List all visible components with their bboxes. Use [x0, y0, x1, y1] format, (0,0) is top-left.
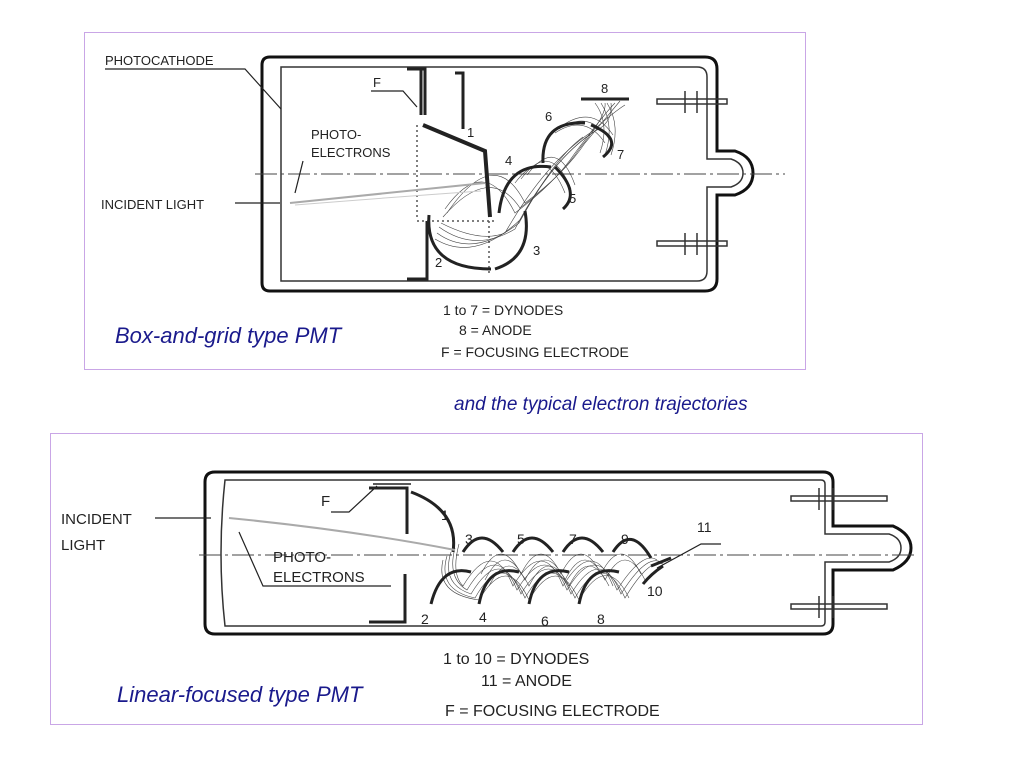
dynode-label-7: 7 [569, 531, 577, 547]
box-and-grid-diagram: PHOTOCATHODE F PHOTO- ELECTRONS INCIDENT… [101, 53, 785, 360]
dynode-label-3: 3 [465, 531, 473, 547]
tube-inner [280, 66, 744, 282]
dynode-label-10: 10 [647, 583, 663, 599]
dynode-label-2: 2 [435, 255, 442, 270]
dynode-label-6: 6 [541, 613, 549, 629]
tube-envelope [260, 55, 755, 293]
dynode-2 [427, 214, 492, 271]
dynode-1 [410, 490, 456, 553]
base-pins [656, 91, 728, 255]
focusing-electrode [407, 67, 427, 115]
dynode-6 [541, 121, 586, 164]
leader-lines [155, 485, 721, 587]
legend-dynodes: 1 to 7 = DYNODES [443, 302, 563, 318]
photoelectron-path [228, 517, 456, 551]
photo-label: PHOTO- [273, 549, 331, 566]
dynode-label-8: 8 [597, 611, 605, 627]
electron-trajectories [441, 543, 664, 601]
legend-anode: 11 = ANODE [481, 673, 572, 690]
linear-focused-caption: Linear-focused type PMT [117, 682, 363, 707]
anode-label-8: 8 [601, 81, 608, 96]
incident-light-label: INCIDENT LIGHT [101, 197, 204, 212]
dynode-3 [494, 210, 528, 271]
dynode-label-1: 1 [441, 507, 449, 523]
photoelectron-path [289, 182, 486, 204]
photocathode-label: PHOTOCATHODE [105, 53, 214, 68]
dynode-5 [553, 165, 572, 211]
dynode-label-5: 5 [569, 191, 576, 206]
grid [416, 125, 495, 273]
base-pins [790, 488, 888, 618]
dynode-label-2: 2 [421, 611, 429, 627]
focusing-label: F [373, 75, 381, 90]
box-and-grid-caption: Box-and-grid type PMT [115, 323, 342, 348]
focusing-electrode-lower [369, 574, 407, 624]
incident-label: INCIDENT [61, 511, 132, 528]
dynode-label-9: 9 [621, 531, 629, 547]
dynode-label-4: 4 [479, 609, 487, 625]
dynode-label-7: 7 [617, 147, 624, 162]
dynode-label-6: 6 [545, 109, 552, 124]
linear-focused-panel: INCIDENT LIGHT F PHOTO- ELECTRONS 1 2 3 … [50, 433, 923, 725]
light-label: LIGHT [61, 537, 105, 554]
figure-subtitle: and the typical electron trajectories [454, 394, 748, 415]
dynode-label-5: 5 [517, 531, 525, 547]
electrons-label: ELECTRONS [273, 569, 365, 586]
dynode-chain [429, 536, 664, 605]
linear-focused-diagram: INCIDENT LIGHT F PHOTO- ELECTRONS 1 2 3 … [61, 470, 917, 720]
focusing-label: F [321, 493, 330, 510]
tube-inner [220, 479, 902, 627]
dynode-label-4: 4 [505, 153, 512, 168]
photo-label: PHOTO- [311, 127, 361, 142]
box-and-grid-panel: PHOTOCATHODE F PHOTO- ELECTRONS INCIDENT… [84, 32, 806, 370]
anode-label-11: 11 [697, 519, 712, 535]
dynode-label-1: 1 [467, 125, 474, 140]
electrons-label: ELECTRONS [311, 145, 391, 160]
legend-focusing: F = FOCUSING ELECTRODE [445, 703, 660, 720]
legend-focusing: F = FOCUSING ELECTRODE [441, 344, 629, 360]
electron-trajectories [434, 100, 626, 248]
legend-dynodes: 1 to 10 = DYNODES [443, 651, 589, 668]
dynode-1 [422, 123, 492, 218]
focusing-electrode-lower [407, 221, 429, 281]
leader-lines [105, 68, 418, 204]
dynode-label-3: 3 [533, 243, 540, 258]
legend-anode: 8 = ANODE [459, 322, 532, 338]
dynode-4 [497, 164, 552, 214]
focusing-electrode [369, 486, 409, 534]
